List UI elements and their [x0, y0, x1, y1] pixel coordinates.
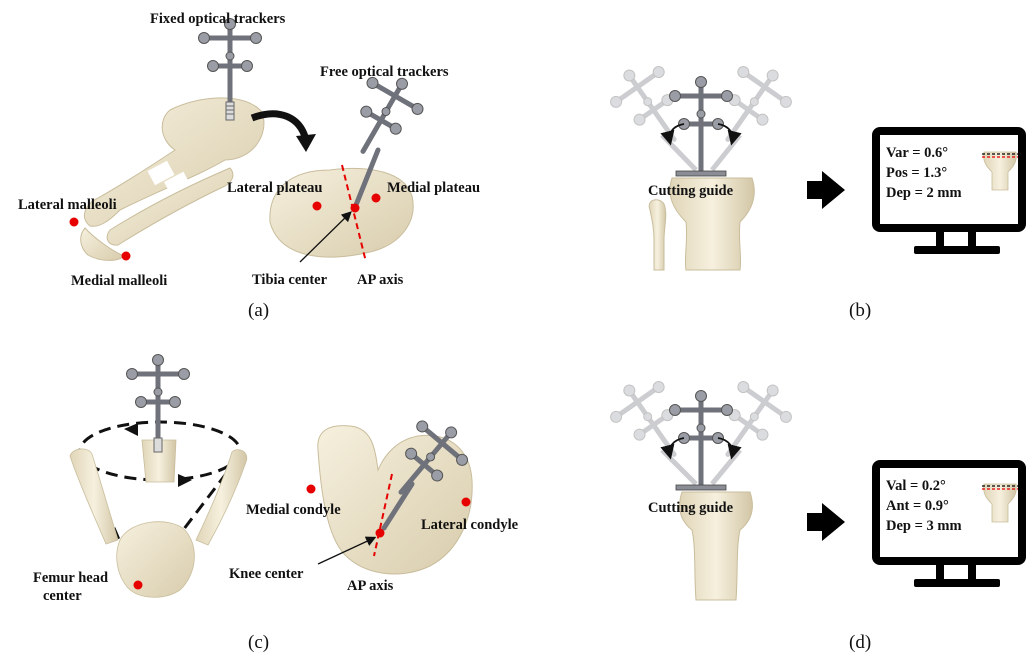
readout-b-line3: Dep = 2 mm — [886, 183, 962, 203]
label-ap-axis-c: AP axis — [347, 578, 393, 595]
label-lateral-plateau: Lateral plateau — [227, 180, 322, 197]
panel-a — [70, 19, 433, 263]
panel-d — [600, 368, 1026, 600]
caption-d: (d) — [849, 632, 871, 654]
femur-head — [117, 522, 195, 598]
readout-b-line2: Pos = 1.3° — [886, 163, 962, 183]
big-arrow-b — [807, 171, 845, 209]
label-knee-center: Knee center — [229, 566, 303, 583]
caption-a: (a) — [248, 300, 269, 322]
readout-b: Var = 0.6° Pos = 1.3° Dep = 2 mm — [886, 143, 962, 203]
caption-c: (c) — [248, 632, 269, 654]
readout-d-line1: Val = 0.2° — [886, 476, 962, 496]
femur-right — [196, 450, 247, 545]
big-arrow-d — [807, 503, 845, 541]
label-free-optical-trackers: Free optical trackers — [320, 64, 449, 81]
readout-d-line2: Ant = 0.9° — [886, 496, 962, 516]
readout-b-line1: Var = 0.6° — [886, 143, 962, 163]
lateral-condyle-point — [462, 498, 471, 507]
femur-head-center-point — [134, 581, 143, 590]
tibia-center-point — [351, 204, 360, 213]
panel-c — [70, 355, 479, 598]
label-cutting-guide-b: Cutting guide — [648, 183, 733, 200]
label-lateral-malleoli: Lateral malleoli — [18, 197, 117, 214]
label-femur-head-center-line2: center — [33, 587, 108, 605]
label-medial-condyle: Medial condyle — [246, 502, 341, 519]
medial-plateau-point — [372, 194, 381, 203]
readout-d: Val = 0.2° Ant = 0.9° Dep = 3 mm — [886, 476, 962, 536]
caption-b: (b) — [849, 300, 871, 322]
readout-d-line3: Dep = 3 mm — [886, 516, 962, 536]
label-femur-head-center-line1: Femur head — [33, 569, 108, 587]
label-medial-plateau: Medial plateau — [387, 180, 480, 197]
label-ap-axis-a: AP axis — [357, 272, 403, 289]
medial-condyle-point — [307, 485, 316, 494]
fibula-b — [649, 200, 666, 270]
curved-arrowhead — [296, 134, 316, 152]
label-tibia-center: Tibia center — [252, 272, 327, 289]
medial-malleoli-point — [122, 252, 131, 261]
label-fixed-optical-trackers: Fixed optical trackers — [150, 11, 285, 28]
femur-left — [70, 449, 118, 544]
label-lateral-condyle: Lateral condyle — [421, 517, 518, 534]
rotation-arrow-bottom — [178, 474, 192, 487]
label-cutting-guide-d: Cutting guide — [648, 500, 733, 517]
knee-center-point — [376, 529, 385, 538]
label-medial-malleoli: Medial malleoli — [71, 273, 167, 290]
femur-tracker — [127, 355, 190, 453]
panel-b — [600, 53, 1026, 270]
label-femur-head-center: Femur head center — [33, 569, 108, 605]
lateral-malleoli-point — [70, 218, 79, 227]
lateral-plateau-point — [313, 202, 322, 211]
